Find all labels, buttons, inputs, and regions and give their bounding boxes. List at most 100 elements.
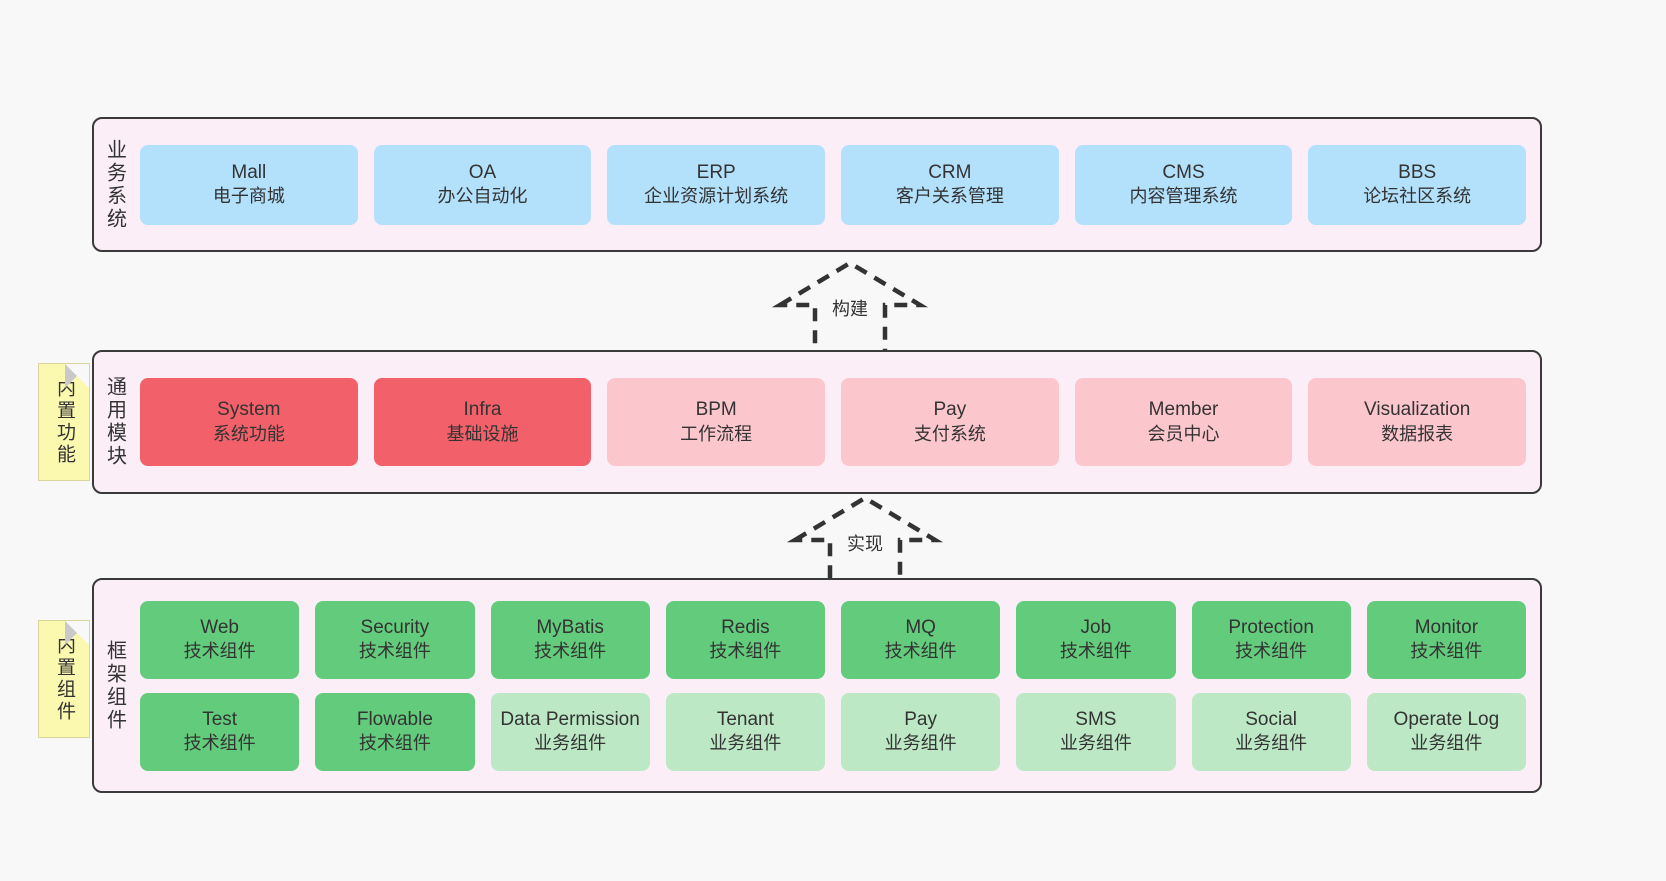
card-row: System 系统功能 Infra 基础设施 BPM 工作流程 Pay 支付系统… (140, 378, 1527, 466)
layer-business-systems: 业务系统 Mall 电子商城 OA 办公自动化 ERP 企业资源计划系统 CRM… (92, 117, 1542, 252)
card-subtitle: 电子商城 (212, 186, 285, 207)
card-sms[interactable]: SMS 业务组件 (1016, 692, 1176, 771)
build-arrow-icon (771, 260, 929, 358)
card-cms[interactable]: CMS 内容管理系统 (1074, 144, 1293, 225)
card-subtitle: 技术组件 (1235, 641, 1308, 662)
card-subtitle: 技术组件 (709, 641, 782, 662)
card-title: Operate Log (1393, 708, 1500, 730)
card-crm[interactable]: CRM 客户关系管理 (841, 144, 1059, 225)
card-subtitle: 办公自动化 (437, 186, 528, 207)
card-title: MQ (905, 616, 936, 638)
card-subtitle: 技术组件 (534, 641, 607, 662)
card-mq[interactable]: MQ 技术组件 (841, 600, 1001, 679)
card-title: OA (468, 161, 497, 183)
card-title: Security (360, 616, 430, 638)
card-title: Flowable (356, 708, 433, 730)
card-title: Job (1080, 616, 1112, 638)
card-system[interactable]: System 系统功能 (140, 378, 358, 466)
card-erp[interactable]: ERP 企业资源计划系统 (607, 144, 826, 225)
card-test[interactable]: Test 技术组件 (140, 692, 300, 771)
card-bbs[interactable]: BBS 论坛社区系统 (1308, 144, 1527, 225)
card-operate-log[interactable]: Operate Log 业务组件 (1366, 692, 1526, 771)
card-subtitle: 业务组件 (709, 733, 782, 754)
card-member[interactable]: Member 会员中心 (1074, 378, 1293, 466)
card-title: BBS (1398, 161, 1437, 183)
card-title: SMS (1075, 708, 1117, 730)
layer-title-business-systems: 业务系统 (103, 138, 126, 231)
card-subtitle: 内容管理系统 (1129, 186, 1238, 207)
card-oa[interactable]: OA 办公自动化 (373, 144, 592, 225)
card-mall[interactable]: Mall 电子商城 (140, 144, 358, 225)
card-infra[interactable]: Infra 基础设施 (373, 378, 592, 466)
card-title: Test (202, 708, 238, 730)
card-subtitle: 数据报表 (1381, 423, 1454, 444)
card-subtitle: 论坛社区系统 (1363, 186, 1472, 207)
connector-implement: 实现 (775, 490, 955, 600)
note-builtin-features: 内置功能 (38, 363, 90, 481)
card-row: Web 技术组件 Security 技术组件 MyBatis 技术组件 Redi… (140, 600, 1526, 679)
card-title: System (217, 399, 281, 421)
card-subtitle: 业务组件 (1410, 733, 1483, 754)
layer-title-framework-components: 框架组件 (103, 639, 126, 732)
card-title: Protection (1228, 616, 1314, 638)
connector-label: 构建 (832, 299, 868, 319)
card-subtitle: 技术组件 (183, 733, 256, 754)
card-data-permission[interactable]: Data Permission 业务组件 (490, 692, 650, 771)
card-title: Social (1245, 708, 1297, 730)
card-subtitle: 工作流程 (680, 423, 753, 444)
card-title: Infra (463, 399, 502, 421)
card-security[interactable]: Security 技术组件 (315, 600, 475, 679)
card-visualization[interactable]: Visualization 数据报表 (1308, 378, 1527, 466)
card-pay[interactable]: Pay 支付系统 (841, 378, 1059, 466)
card-subtitle: 技术组件 (1410, 641, 1483, 662)
card-mybatis[interactable]: MyBatis 技术组件 (490, 600, 650, 679)
card-subtitle: 技术组件 (1059, 641, 1132, 662)
card-subtitle: 支付系统 (913, 423, 986, 444)
card-title: Visualization (1364, 399, 1471, 421)
card-subtitle: 技术组件 (183, 641, 256, 662)
card-title: ERP (696, 161, 736, 183)
card-title: Member (1148, 399, 1219, 421)
layer-common-modules: 通用模块 System 系统功能 Infra 基础设施 BPM 工作流程 Pay… (92, 350, 1542, 494)
card-redis[interactable]: Redis 技术组件 (665, 600, 825, 679)
card-subtitle: 技术组件 (884, 641, 957, 662)
card-flowable[interactable]: Flowable 技术组件 (315, 692, 475, 771)
layer-body-business-systems: Mall 电子商城 OA 办公自动化 ERP 企业资源计划系统 CRM 客户关系… (134, 119, 1540, 250)
card-subtitle: 业务组件 (884, 733, 957, 754)
card-title: Data Permission (500, 708, 640, 730)
card-monitor[interactable]: Monitor 技术组件 (1366, 600, 1526, 679)
card-title: Tenant (716, 708, 774, 730)
card-title: Redis (721, 616, 770, 638)
card-subtitle: 客户关系管理 (895, 186, 1004, 207)
card-title: Pay (904, 708, 937, 730)
card-title: Pay (933, 399, 967, 421)
card-title: Mall (231, 161, 267, 183)
card-title: Monitor (1414, 616, 1479, 638)
card-pay-component[interactable]: Pay 业务组件 (841, 692, 1001, 771)
card-title: CRM (928, 161, 972, 183)
card-job[interactable]: Job 技术组件 (1016, 600, 1176, 679)
card-protection[interactable]: Protection 技术组件 (1191, 600, 1351, 679)
card-row: Test 技术组件 Flowable 技术组件 Data Permission … (140, 692, 1526, 771)
layer-body-common-modules: System 系统功能 Infra 基础设施 BPM 工作流程 Pay 支付系统… (134, 352, 1540, 492)
card-subtitle: 企业资源计划系统 (644, 186, 789, 207)
card-social[interactable]: Social 业务组件 (1191, 692, 1351, 771)
card-subtitle: 业务组件 (1235, 733, 1308, 754)
card-subtitle: 业务组件 (534, 733, 607, 754)
card-tenant[interactable]: Tenant 业务组件 (665, 692, 825, 771)
card-title: BPM (695, 399, 737, 421)
note-label: 内置组件 (53, 635, 75, 723)
card-subtitle: 业务组件 (1059, 733, 1132, 754)
card-bpm[interactable]: BPM 工作流程 (607, 378, 826, 466)
connector-build: 构建 (760, 255, 940, 365)
implement-arrow-icon (786, 495, 944, 593)
layer-body-framework-components: Web 技术组件 Security 技术组件 MyBatis 技术组件 Redi… (134, 580, 1540, 791)
card-subtitle: 技术组件 (358, 641, 431, 662)
note-label: 内置功能 (53, 378, 75, 466)
card-row: Mall 电子商城 OA 办公自动化 ERP 企业资源计划系统 CRM 客户关系… (140, 144, 1527, 225)
card-subtitle: 基础设施 (446, 423, 519, 444)
card-web[interactable]: Web 技术组件 (140, 600, 300, 679)
connector-label: 实现 (847, 534, 883, 554)
card-subtitle: 技术组件 (358, 733, 431, 754)
